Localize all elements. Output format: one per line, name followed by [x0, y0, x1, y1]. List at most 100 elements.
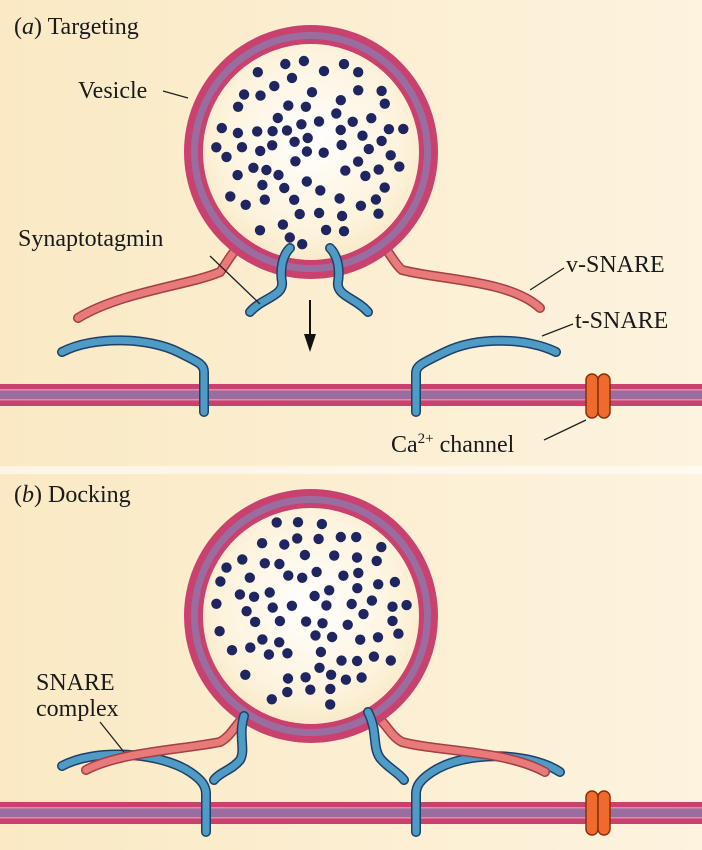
neurotransmitter-dot [240, 199, 251, 210]
ca-channel-leader [543, 419, 587, 441]
neurotransmitter-dot [316, 518, 328, 530]
neurotransmitter-dot [280, 58, 291, 70]
neurotransmitter-dot [290, 156, 301, 167]
neurotransmitter-dot [264, 587, 275, 598]
neurotransmitter-dot [318, 65, 330, 77]
neurotransmitter-dot [373, 208, 384, 219]
neurotransmitter-dot [385, 655, 396, 666]
neurotransmitter-dot [279, 182, 290, 194]
neurotransmitter-dot [301, 176, 312, 187]
neurotransmitter-dot [257, 179, 268, 191]
neurotransmitter-dot [311, 566, 322, 578]
vesicle-leader [162, 90, 189, 99]
neurotransmitter-dot [306, 87, 318, 98]
neurotransmitter-dot [277, 219, 289, 230]
neurotransmitter-dot [353, 567, 364, 579]
neurotransmitter-dot [297, 239, 308, 250]
neurotransmitter-dot [393, 628, 404, 639]
neurotransmitter-dot [335, 124, 346, 136]
neurotransmitter-dot [305, 684, 316, 695]
neurotransmitter-dot [236, 142, 248, 153]
neurotransmitter-dot [376, 135, 387, 147]
neurotransmitter-dot [351, 655, 363, 667]
neurotransmitter-dot [271, 517, 282, 528]
neurotransmitter-dot [371, 555, 382, 567]
synaptotagmin-leader [209, 255, 261, 305]
neurotransmitter-dot [255, 90, 266, 101]
neurotransmitter-dot [232, 169, 243, 181]
neurotransmitter-dot [302, 132, 313, 144]
panel-b: (b) Docking [0, 482, 702, 837]
neurotransmitter-dot [266, 694, 277, 705]
neurotransmitter-dot [294, 208, 305, 220]
neurotransmitter-dot [238, 89, 250, 100]
neurotransmitter-dot [289, 194, 300, 205]
neurotransmitter-dot [394, 161, 405, 172]
neurotransmitter-dot [296, 119, 307, 130]
neurotransmitter-dot [283, 570, 294, 581]
neurotransmitter-dot [372, 632, 384, 643]
neurotransmitter-dot [335, 95, 346, 106]
neurotransmitter-dot [234, 589, 246, 600]
neurotransmitter-dot [289, 136, 300, 147]
vesicle-label: Vesicle [78, 78, 147, 104]
neurotransmitter-dot [309, 590, 320, 602]
neurotransmitter-dot [226, 645, 238, 656]
neurotransmitter-dot [221, 562, 232, 573]
neurotransmitter-dot [342, 619, 353, 630]
neurotransmitter-dot [301, 146, 313, 157]
neurotransmitter-dot [282, 648, 293, 659]
neurotransmitter-dot [338, 226, 350, 237]
neurotransmitter-dot [232, 101, 244, 113]
neurotransmitter-dot [298, 55, 310, 67]
neurotransmitter-dot [387, 601, 398, 612]
neurotransmitter-dot [252, 126, 263, 137]
neurotransmitter-dot [257, 634, 268, 645]
neurotransmitter-dot [366, 595, 378, 606]
neurotransmitter-dot [256, 538, 268, 549]
neurotransmitter-dot [313, 533, 324, 545]
neurotransmitter-dot [274, 558, 285, 570]
neurotransmitter-dot [401, 599, 412, 611]
panel-a: (a) Targeting [0, 14, 702, 458]
neurotransmitter-dot [255, 145, 266, 157]
synaptotagmin-right-b-fill [364, 708, 408, 784]
neurotransmitter-dot [336, 139, 347, 151]
neurotransmitter-dot [355, 634, 366, 645]
neurotransmitter-dot [340, 674, 352, 685]
synaptotagmin-left-a-fill [246, 244, 294, 316]
neurotransmitter-dot [252, 67, 263, 78]
neurotransmitter-dot [214, 626, 225, 637]
neurotransmitter-dot [340, 165, 351, 176]
neurotransmitter-dot [284, 232, 295, 243]
snare-complex-leader [99, 721, 125, 753]
v-snare-label: v-SNARE [566, 252, 665, 278]
neurotransmitter-dot [282, 673, 294, 684]
neurotransmitter-dot [324, 585, 335, 596]
neurotransmitter-dot [297, 572, 308, 583]
neurotransmitter-dot [376, 85, 387, 97]
neurotransmitter-dot [398, 123, 409, 135]
neurotransmitter-dot [352, 156, 364, 167]
neurotransmitter-dot [331, 108, 342, 119]
neurotransmitter-dot [263, 649, 275, 660]
snare-complex-label-line1: SNARE [36, 670, 115, 696]
neurotransmitter-dot [292, 533, 303, 544]
neurotransmitter-dot [261, 164, 272, 176]
neurotransmitter-dot [338, 58, 350, 70]
neurotransmitter-dot [336, 210, 348, 222]
neurotransmitter-dot [211, 142, 222, 153]
neurotransmitter-dot [282, 686, 293, 698]
neurotransmitter-dot [370, 194, 382, 205]
neurotransmitter-dot [267, 140, 278, 151]
neurotransmitter-dot [314, 662, 325, 673]
t-snare-left-b-fill [58, 751, 210, 836]
neurotransmitter-dot [373, 579, 384, 590]
neurotransmitter-dot [320, 224, 332, 236]
neurotransmitter-dot [317, 618, 328, 629]
vesicle-b [184, 489, 438, 743]
neurotransmitter-dot [358, 608, 369, 620]
neurotransmitter-dot [267, 126, 278, 137]
neurotransmitter-dot [335, 531, 346, 543]
neurotransmitter-dot [325, 699, 336, 710]
